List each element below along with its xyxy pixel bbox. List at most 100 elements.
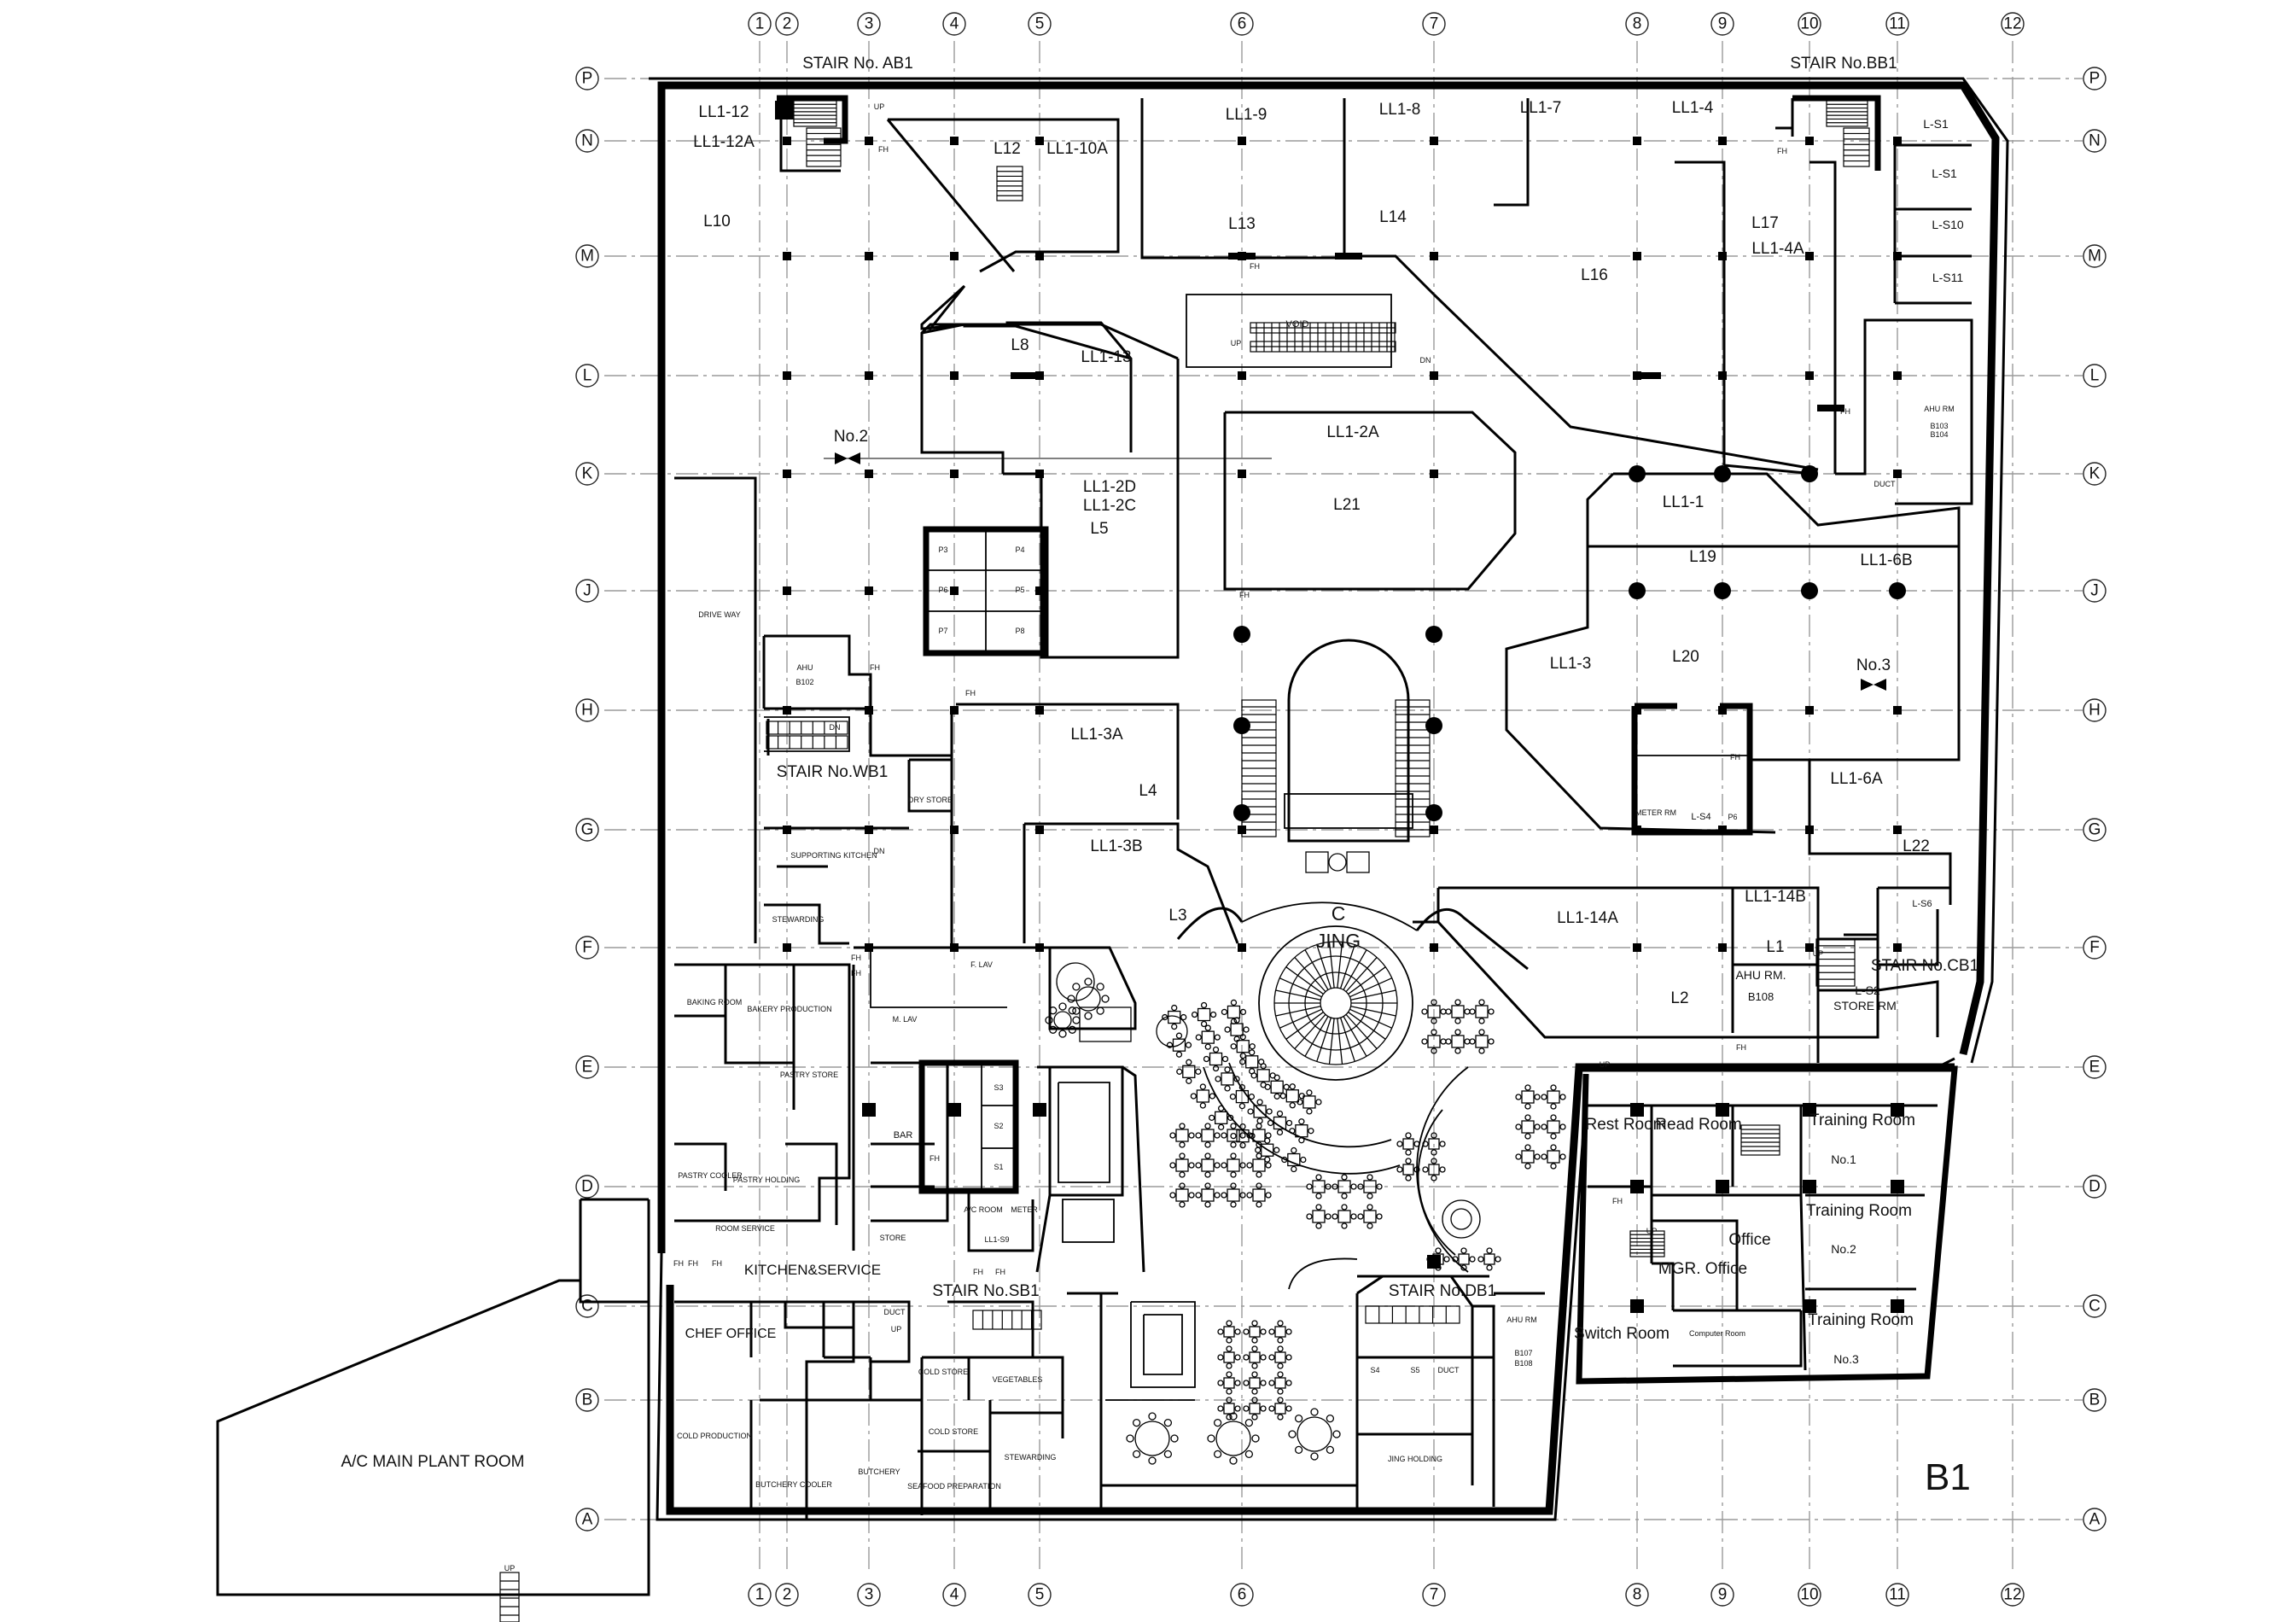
- fire-hose-mark: FH: [1777, 147, 1787, 155]
- grid-bubble-row-D: [2083, 1175, 2107, 1199]
- dn-mark: DN: [874, 847, 885, 855]
- up-mark: UP: [891, 1325, 902, 1333]
- grid-label-row-C: C: [581, 1298, 593, 1316]
- grid-label-row-B: B: [582, 1392, 593, 1409]
- room-label-p6: P6: [1728, 813, 1737, 821]
- grid-label-row-B: B: [2089, 1392, 2101, 1409]
- stair-tread-block: [1843, 127, 1870, 167]
- column-square: [783, 137, 791, 145]
- up-mark: UP: [1231, 339, 1242, 347]
- room-labels: LL1-12 LL1-12A L10 L12 LL1-10A LL1-9 L13…: [677, 99, 1964, 1491]
- stair-treads: [766, 100, 1870, 1330]
- column-square: [950, 137, 959, 145]
- column-square: [1893, 706, 1902, 715]
- room-label-s2: S2: [994, 1122, 1003, 1130]
- room-label-b107: B107: [1514, 1349, 1532, 1357]
- grid-label-row-E: E: [582, 1059, 593, 1076]
- grid-label-col-5: 5: [1035, 15, 1045, 33]
- dining-table: [1541, 1084, 1566, 1110]
- room-label-ll1-2c: LL1-2C: [1083, 497, 1136, 515]
- dining-table: [1203, 1046, 1229, 1072]
- grid-bubble-row-K: [575, 462, 599, 486]
- room-label-read-room: Read Room: [1655, 1116, 1741, 1134]
- room-label-training-room-2-no: No.2: [1831, 1242, 1856, 1256]
- fire-hose-mark: FH: [870, 663, 880, 672]
- grid-label-row-G: G: [2089, 821, 2101, 839]
- grid-bubble-row-P: [575, 67, 599, 90]
- grid-bubble-row-H: [575, 698, 599, 722]
- room-label-l-s2: L-S2: [1855, 983, 1880, 997]
- grid-bubble-col-11: [1885, 1583, 1909, 1607]
- grid-bubble-col-6: [1230, 1583, 1254, 1607]
- room-label-training-room-2: Training Room: [1806, 1202, 1912, 1220]
- dining-table: [1169, 1152, 1195, 1178]
- column-square: [865, 586, 873, 595]
- dining-table: [1246, 1123, 1272, 1148]
- column-square: [783, 706, 791, 715]
- column-wall-segment: [1011, 372, 1038, 379]
- room-label-ll1-14b: LL1-14B: [1745, 888, 1806, 906]
- column-square: [1718, 943, 1727, 952]
- room-label-s5: S5: [1410, 1366, 1419, 1374]
- column-square: [950, 706, 959, 715]
- column-round: [1425, 626, 1442, 643]
- grid-label-col-3: 3: [865, 15, 874, 33]
- column-square: [1805, 706, 1814, 715]
- grid-label-col-4: 4: [950, 15, 959, 33]
- dining-table: [1246, 1182, 1272, 1208]
- grid-bubble-col-7: [1422, 12, 1446, 36]
- dining-table: [1243, 1320, 1267, 1344]
- grid-bubble-col-1: [748, 12, 772, 36]
- room-label-ll1-3: LL1-3: [1550, 655, 1592, 673]
- grid-label-row-E: E: [2089, 1059, 2101, 1076]
- column-square: [1805, 252, 1814, 260]
- column-round: [1629, 582, 1646, 599]
- grid-bubble-row-M: [575, 244, 599, 268]
- room-label-l16: L16: [1581, 266, 1608, 284]
- grid-bubble-row-J: [575, 579, 599, 603]
- room-label-duct-k: DUCT: [1874, 480, 1896, 488]
- grid-bubble-col-1: [748, 1583, 772, 1607]
- dining-table: [1332, 1174, 1357, 1199]
- up-mark: UP: [1646, 1227, 1658, 1235]
- column-square: [1893, 826, 1902, 834]
- grid-bubble-col-5: [1028, 12, 1052, 36]
- grid-bubble-col-10: [1798, 12, 1821, 36]
- dn-mark: DN: [830, 723, 841, 732]
- room-label-s3: S3: [994, 1083, 1003, 1092]
- dining-table: [1243, 1371, 1267, 1395]
- grid-bubble-row-K: [2083, 462, 2107, 486]
- fire-hose-mark: FH: [878, 145, 889, 154]
- room-label-l-s11: L-S11: [1932, 271, 1964, 284]
- column-square: [1430, 470, 1438, 478]
- round-dining-table: [1067, 977, 1110, 1020]
- column-wall-segment: [1335, 253, 1362, 260]
- room-label-l20: L20: [1672, 648, 1699, 666]
- room-label-p5: P5: [1015, 586, 1024, 594]
- column-round: [1714, 465, 1731, 482]
- room-label-ll1-3a: LL1-3A: [1070, 726, 1123, 744]
- room-label-l-s1-top: L-S1: [1923, 117, 1949, 131]
- column-square: [1430, 137, 1438, 145]
- grid-bubble-row-D: [575, 1175, 599, 1199]
- stair-tread-block: [766, 721, 848, 735]
- room-label-supporting-kitchen: SUPPORTING KITCHEN: [790, 851, 877, 860]
- room-label-mgr-office: MGR. Office: [1658, 1260, 1747, 1278]
- grid-label-row-N: N: [2089, 132, 2101, 150]
- column-square-large: [1891, 1299, 1904, 1313]
- room-label-jing: JING: [1316, 930, 1361, 952]
- section-arrow-no3: [1861, 679, 1874, 691]
- grid-label-row-D: D: [581, 1178, 593, 1196]
- column-square: [1893, 371, 1902, 380]
- stair-tread-block: [1365, 1305, 1460, 1324]
- grid-bubble-col-7: [1422, 1583, 1446, 1607]
- grid-label-row-G: G: [581, 821, 594, 839]
- dining-table: [1195, 1024, 1221, 1050]
- room-label-pastry-holding: PASTRY HOLDING: [733, 1176, 801, 1184]
- dining-table: [1469, 1029, 1495, 1054]
- grid-label-col-11: 11: [1889, 15, 1906, 33]
- grid-label-row-L: L: [2090, 367, 2100, 385]
- room-label-l8: L8: [1011, 336, 1029, 354]
- room-label-cold-store-1: COLD STORE: [918, 1368, 968, 1376]
- stair-label-cb1: STAIR No.CB1: [1871, 957, 1978, 975]
